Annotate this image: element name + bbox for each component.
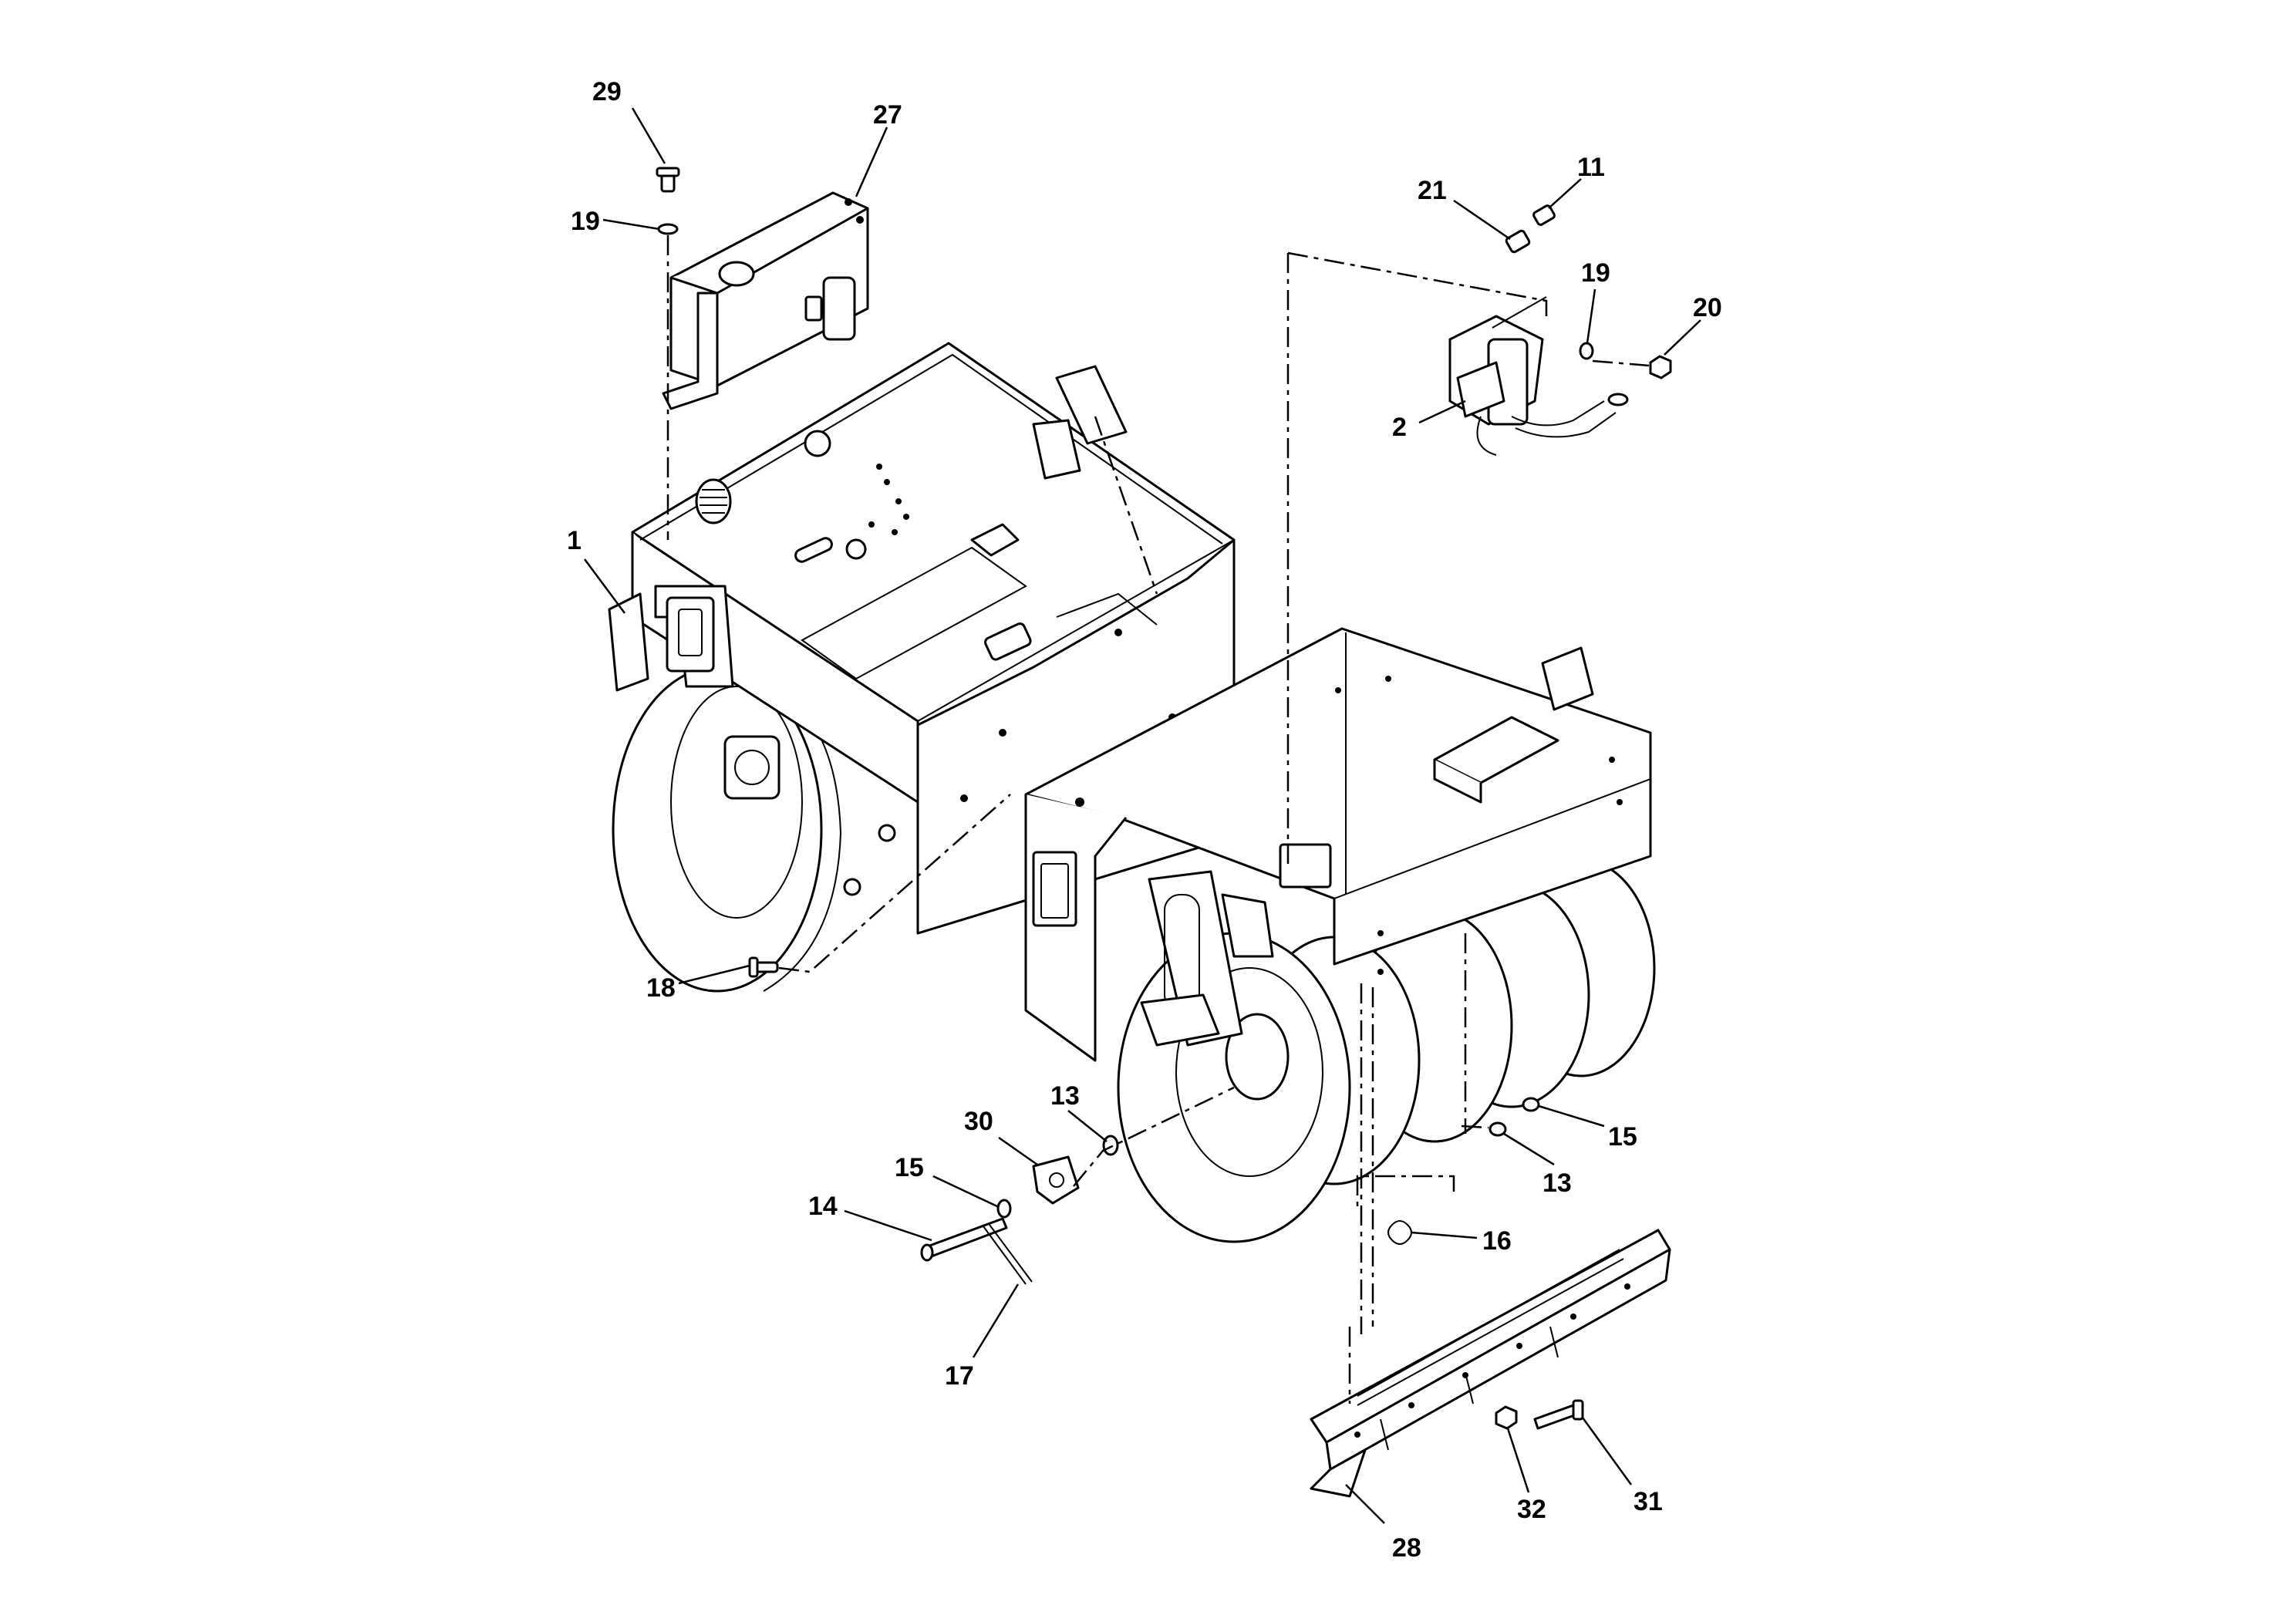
callout-20: 20	[1693, 293, 1722, 322]
callout-19-manifold: 19	[1581, 258, 1610, 288]
callout-14: 14	[808, 1192, 838, 1221]
callout-16: 16	[1482, 1226, 1512, 1256]
bracket-30	[1032, 1155, 1080, 1205]
bolt-29	[656, 167, 680, 193]
front-frame-assembly	[608, 342, 1236, 993]
leader-lines	[583, 107, 1701, 1524]
washer-13b	[1489, 1121, 1507, 1137]
callout-19: 19	[571, 207, 600, 236]
pin-14	[920, 1217, 1008, 1262]
callout-31: 31	[1633, 1487, 1663, 1516]
nut-32	[1495, 1405, 1518, 1430]
nut-20	[1649, 355, 1672, 379]
screw-18	[748, 956, 779, 978]
callout-18: 18	[646, 973, 676, 1003]
callout-17: 17	[945, 1361, 974, 1391]
cotter-pin-17	[983, 1224, 1033, 1285]
bolt-31	[1533, 1399, 1584, 1430]
scraper-bar-28	[1310, 1229, 1671, 1498]
washer-13a	[1102, 1135, 1119, 1156]
callout-labels: 29 27 19 21 11 19 20 2 1 18 13 30 15 14 …	[567, 77, 1722, 1563]
washer-15a	[996, 1199, 1012, 1219]
callout-27: 27	[873, 100, 902, 130]
washer-15b	[1522, 1097, 1540, 1112]
callout-1: 1	[567, 526, 582, 555]
callout-28: 28	[1392, 1533, 1421, 1563]
callout-32: 32	[1517, 1495, 1546, 1524]
callout-29: 29	[592, 77, 622, 106]
fitting-21	[1505, 229, 1531, 254]
tank-console-part	[662, 191, 869, 410]
callout-11: 11	[1577, 153, 1605, 182]
callout-15-right: 15	[1608, 1122, 1637, 1152]
callout-13: 13	[1050, 1081, 1080, 1111]
fitting-11	[1532, 204, 1556, 226]
washer-19	[657, 223, 679, 235]
spring-16	[1387, 1220, 1412, 1245]
callout-15: 15	[895, 1153, 924, 1182]
manifold-part-2	[1448, 296, 1629, 456]
assembly-lines	[666, 235, 1650, 1404]
callout-21: 21	[1418, 176, 1447, 205]
callout-2: 2	[1392, 413, 1407, 442]
callout-13-right: 13	[1542, 1168, 1572, 1198]
callout-30: 30	[964, 1107, 993, 1136]
washer-19b	[1579, 342, 1594, 360]
